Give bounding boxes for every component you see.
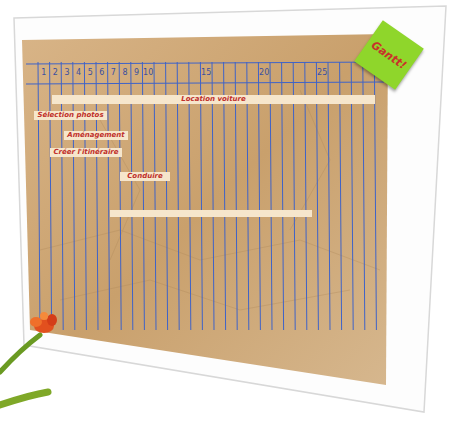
column-number: 20 [259, 69, 269, 77]
gantt-grid [26, 62, 384, 330]
gantt-bar: Aménagement [64, 131, 128, 140]
task-label: Sélection photos [37, 112, 103, 119]
task-label: Aménagement [67, 132, 124, 139]
gantt-bar: Créer l'itinéraire [50, 148, 122, 157]
column-number: 4 [76, 69, 81, 77]
task-label: Créer l'itinéraire [53, 149, 118, 156]
task-label: Conduire [127, 173, 163, 180]
note-text: Gantt! [369, 38, 409, 71]
grid-line [26, 62, 384, 64]
board-frame [14, 6, 446, 412]
unlabeled-bar [110, 210, 312, 217]
column-number: 2 [53, 69, 58, 77]
grid-line [38, 62, 40, 330]
column-number: 7 [111, 69, 116, 77]
gantt-bar: Conduire [120, 172, 170, 181]
task-label: Location voiture [181, 96, 245, 103]
column-number: 25 [317, 69, 327, 77]
column-number: 10 [143, 69, 153, 77]
gantt-bar: Sélection photos [34, 111, 107, 120]
paper-sheet [22, 34, 388, 385]
column-number: 15 [201, 69, 211, 77]
gantt-bar: Location voiture [52, 95, 375, 104]
column-number: 3 [64, 69, 69, 77]
column-number: 5 [88, 69, 93, 77]
grid-line [26, 82, 384, 84]
flower [0, 312, 57, 405]
column-number: 6 [99, 69, 104, 77]
column-number: 1 [41, 69, 46, 77]
column-number: 9 [134, 69, 139, 77]
column-number: 8 [122, 69, 127, 77]
